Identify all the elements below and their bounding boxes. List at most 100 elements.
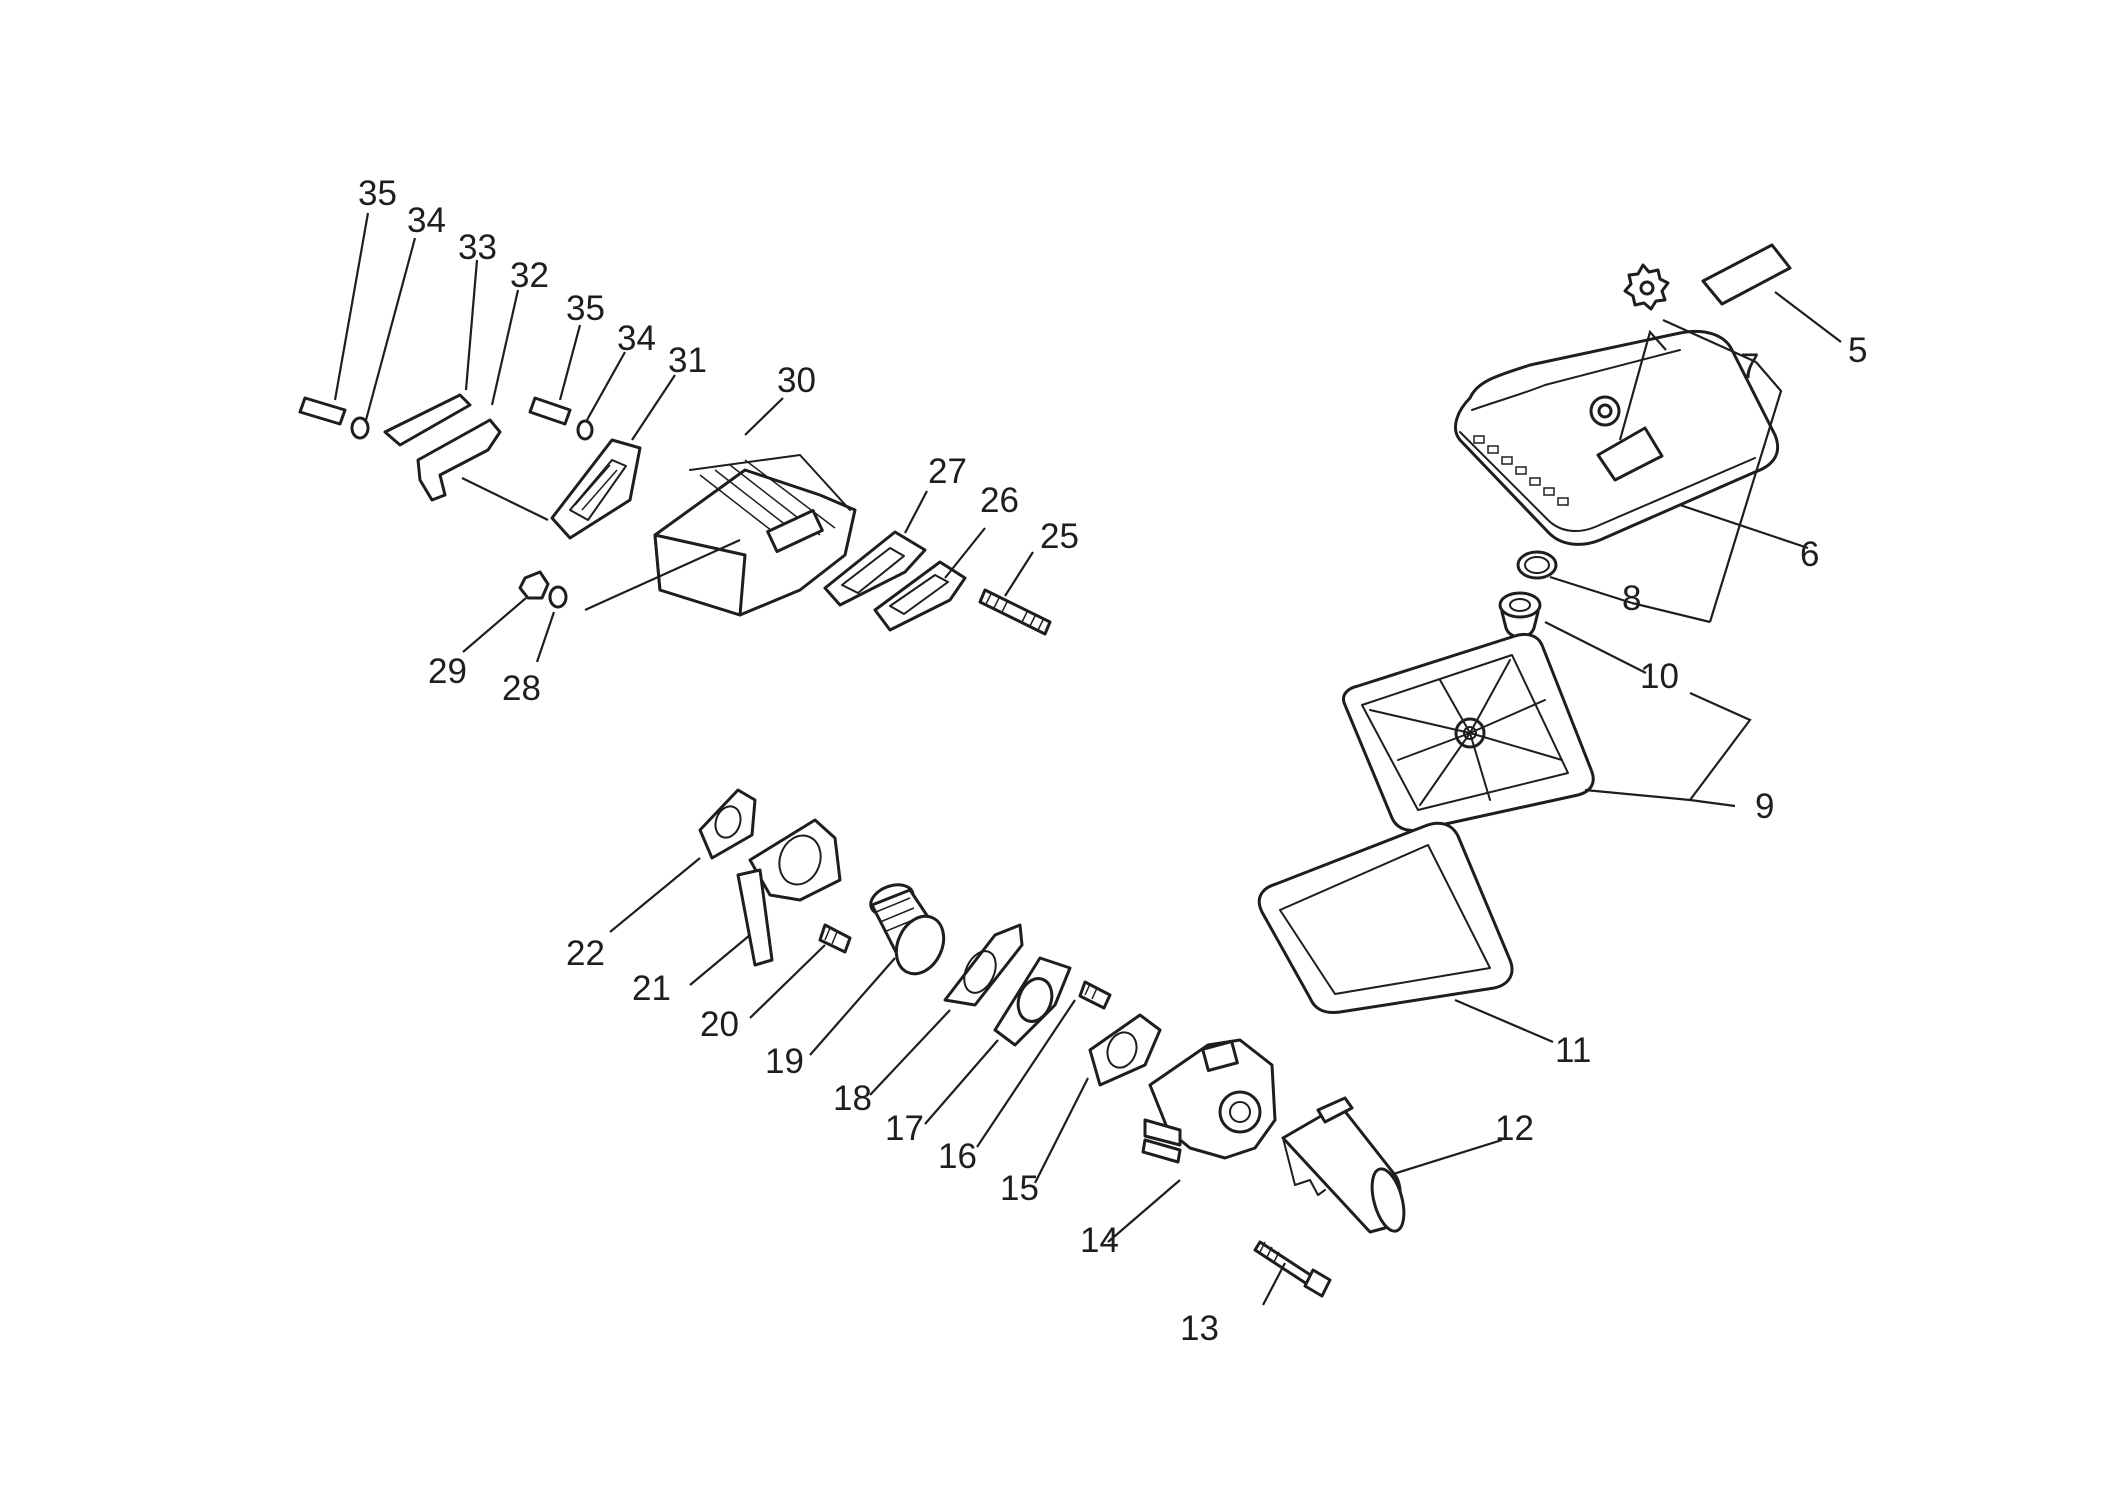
callout-27: 27	[928, 452, 967, 491]
callout-7: 7	[1740, 347, 1759, 386]
callout-5: 5	[1848, 331, 1867, 370]
leader-34a	[364, 237, 417, 421]
leader-21	[689, 934, 751, 986]
callout-34a: 34	[407, 201, 446, 240]
callout-19: 19	[765, 1042, 804, 1081]
callout-12: 12	[1495, 1109, 1534, 1148]
leader-27	[904, 490, 928, 534]
callout-6: 6	[1800, 535, 1819, 574]
callout-28: 28	[502, 669, 541, 708]
part-8-clip-ring	[1516, 550, 1558, 580]
part-19-intake-boot	[869, 883, 946, 976]
part-13-long-bolt	[1253, 1240, 1332, 1298]
leader-12	[1389, 1138, 1503, 1177]
callout-26: 26	[980, 481, 1019, 520]
leader-28	[535, 611, 556, 663]
leader-25	[1004, 551, 1034, 597]
callout-18: 18	[833, 1079, 872, 1118]
leader-8-group	[1631, 601, 1711, 624]
leader-22	[609, 857, 701, 933]
part-9-filter-element	[1342, 632, 1595, 832]
callout-13: 13	[1180, 1309, 1219, 1348]
part-25-stud	[978, 588, 1052, 636]
part-11-filter-gasket	[1257, 821, 1514, 1014]
callout-8: 8	[1622, 579, 1641, 618]
callout-34b: 34	[617, 319, 656, 358]
part-10-grommet	[1498, 591, 1542, 639]
leader-32-plate	[461, 477, 549, 521]
callout-32: 32	[510, 256, 549, 295]
part-26-gasket	[873, 560, 967, 632]
part-28-washer	[548, 585, 568, 609]
leader-26	[944, 527, 986, 579]
leader-35b	[558, 324, 582, 401]
callout-21: 21	[632, 969, 671, 1008]
part-18-gasket	[943, 923, 1024, 1007]
part-34-washer-left	[350, 416, 370, 440]
part-14-carburetor	[1141, 1038, 1277, 1164]
leader-14	[1107, 1179, 1181, 1243]
part-30-muffler	[653, 454, 857, 617]
part-16-screw	[1078, 980, 1112, 1010]
leader-10	[1544, 621, 1647, 674]
callout-9: 9	[1755, 787, 1774, 826]
part-29-nut	[518, 570, 550, 600]
leader-lines	[333, 212, 1842, 1306]
callout-labels: 5 6 7 8 9 10 11 12 13 14 15 16 17 18 19 …	[358, 174, 1867, 1348]
callout-11: 11	[1555, 1031, 1591, 1070]
callout-30: 30	[777, 361, 816, 400]
leader-6	[1679, 503, 1809, 550]
leader-17	[924, 1039, 999, 1125]
leader-35a	[333, 212, 370, 401]
leader-7-label	[1618, 329, 1667, 441]
leader-9-group	[1687, 691, 1752, 808]
callout-20: 20	[700, 1005, 739, 1044]
leader-29-muffler	[584, 538, 741, 612]
leader-11	[1454, 998, 1554, 1044]
callout-22: 22	[566, 934, 605, 973]
leader-7-group	[1708, 361, 1783, 623]
part-22-gasket	[698, 788, 757, 860]
leader-19	[809, 957, 896, 1056]
part-35-bolt-left	[298, 396, 347, 426]
callout-35a: 35	[358, 174, 397, 213]
leader-18	[869, 1009, 951, 1096]
part-31-spark-screen	[550, 438, 642, 540]
leader-15	[1034, 1077, 1089, 1184]
leader-16	[976, 999, 1076, 1148]
leader-9	[1584, 788, 1691, 802]
callout-17: 17	[885, 1109, 924, 1148]
leader-33	[464, 259, 479, 391]
callout-31: 31	[668, 341, 707, 380]
part-17-insulator	[993, 956, 1072, 1047]
callout-25: 25	[1040, 517, 1079, 556]
leader-32	[490, 289, 520, 406]
leader-7-knob	[1662, 318, 1757, 364]
leader-8	[1549, 575, 1633, 605]
part-20-screw	[818, 923, 852, 954]
callout-33: 33	[458, 228, 497, 267]
callout-15: 15	[1000, 1169, 1039, 1208]
part-5-label-sticker	[1701, 243, 1792, 306]
part-15-gasket	[1088, 1013, 1162, 1087]
leader-31	[631, 374, 676, 441]
part-7-knob-icon	[1623, 263, 1670, 311]
part-35-bolt-right	[528, 396, 572, 426]
part-32-bracket	[416, 418, 502, 502]
leader-13	[1262, 1262, 1286, 1306]
callout-29: 29	[428, 652, 467, 691]
leader-20	[749, 944, 826, 1019]
leader-34b	[586, 351, 626, 421]
leader-29	[462, 597, 527, 653]
callout-10: 10	[1640, 657, 1679, 696]
leader-30	[744, 397, 784, 436]
part-27-gasket	[823, 530, 927, 607]
callout-16: 16	[938, 1137, 977, 1176]
part-6-filter-cover	[1454, 329, 1780, 546]
part-34-washer-right	[576, 419, 594, 441]
leader-5	[1774, 291, 1842, 343]
part-12-air-horn	[1281, 1096, 1406, 1234]
part-33-strap	[383, 393, 472, 447]
callout-35b: 35	[566, 289, 605, 328]
